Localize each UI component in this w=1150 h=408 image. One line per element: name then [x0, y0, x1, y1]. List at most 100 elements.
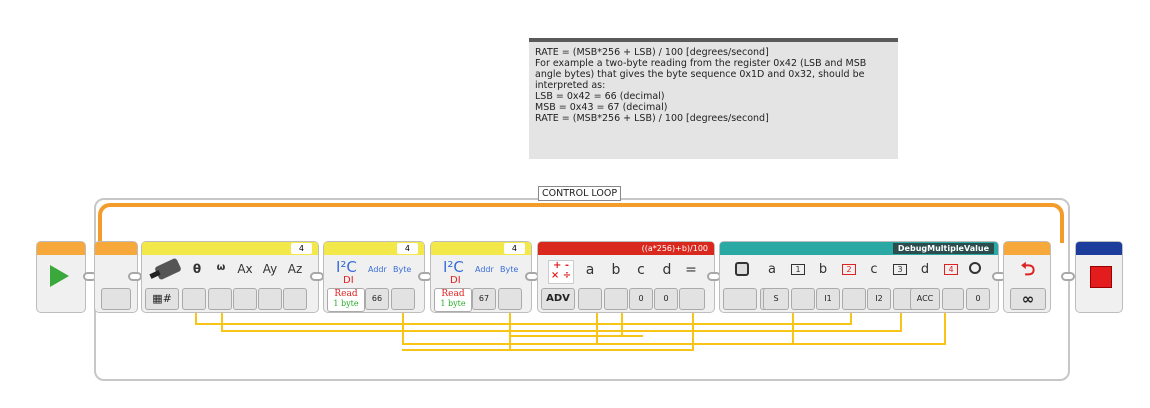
debug-header: DebugMultipleValue [720, 242, 998, 255]
i2c-addr-input[interactable]: 67 [472, 288, 496, 310]
i2c-header: 4 [431, 242, 531, 255]
stop-program-block[interactable] [1075, 241, 1123, 313]
math-input-a[interactable] [578, 288, 602, 310]
data-wire [509, 313, 511, 351]
sensor-output-label: Ax [237, 262, 253, 276]
byte-label: Byte [393, 265, 412, 274]
data-wire [596, 313, 598, 343]
debug-value-2[interactable]: I1 [816, 288, 840, 310]
loop-end-block[interactable]: ⮌ ∞ [1003, 241, 1051, 313]
loop-return-line [98, 203, 1064, 243]
debug-param-label: a [768, 262, 776, 277]
math-input-b[interactable] [604, 288, 628, 310]
sensor-output-label: θ [192, 262, 202, 276]
loop-start-port[interactable] [101, 288, 131, 310]
timer-icon [969, 262, 981, 274]
stop-header [1076, 242, 1122, 255]
start-play-icon[interactable] [50, 265, 69, 287]
sensor-output-ax[interactable] [233, 288, 257, 310]
debug-value-1[interactable]: S [763, 288, 789, 310]
debug-input-e[interactable] [942, 288, 964, 310]
i2c-read-block-1[interactable]: 4 I²C DI Addr Byte Read 1 byte 66 [323, 241, 425, 313]
debug-param-icon: 3 [893, 264, 907, 275]
i2c-mode-line1: Read [441, 289, 465, 299]
debug-value-3[interactable]: I2 [867, 288, 891, 310]
math-result-output[interactable] [679, 288, 705, 310]
sensor-output-theta[interactable] [182, 288, 206, 310]
i2c-port-badge[interactable]: 4 [396, 243, 418, 254]
sensor-output-ay[interactable] [258, 288, 282, 310]
debug-input-b[interactable] [791, 288, 815, 310]
math-input-c[interactable]: 0 [629, 288, 653, 310]
math-mode-selector[interactable]: ADV [541, 288, 575, 310]
comment-line: For example a two-byte reading from the … [535, 58, 867, 69]
loop-return-icon: ⮌ [1020, 259, 1036, 280]
sequence-connector [1061, 272, 1075, 281]
debug-param-label: b [818, 262, 828, 277]
data-wire [944, 313, 946, 345]
i2c-subtitle: DI [343, 275, 354, 286]
debug-value-4[interactable]: ACC [910, 288, 940, 310]
debug-param-icon: 4 [944, 264, 958, 275]
sensor-output-label: ω [216, 262, 226, 273]
i2c-addr-input[interactable]: 66 [365, 288, 389, 310]
i2c-mode-line2: 1 byte [440, 299, 466, 308]
comment-line: MSB = 0x43 = 67 (decimal) [535, 102, 668, 113]
comment-line: RATE = (MSB*256 + LSB) / 100 [degrees/se… [535, 113, 769, 124]
math-input-label: d [662, 262, 672, 278]
comment-line: RATE = (MSB*256 + LSB) / 100 [degrees/se… [535, 47, 769, 58]
stop-icon[interactable] [1090, 266, 1112, 288]
debug-input-c[interactable] [842, 288, 866, 310]
math-equals-label: = [685, 262, 697, 278]
comment-line: LSB = 0x42 = 66 (decimal) [535, 91, 665, 102]
math-input-label: b [611, 262, 621, 278]
loop-name-label[interactable]: CONTROL LOOP [538, 186, 622, 201]
i2c-port-badge[interactable]: 4 [503, 243, 525, 254]
debug-value-5[interactable]: 0 [966, 288, 990, 310]
loop-end-header [1004, 242, 1050, 255]
debug-param-icon: 1 [791, 264, 805, 275]
data-wire [221, 313, 223, 332]
debug-mode-selector[interactable] [723, 288, 757, 310]
loop-start-header [95, 242, 137, 255]
comment-box[interactable]: RATE = (MSB*256 + LSB) / 100 [degrees/se… [529, 38, 898, 159]
data-wire [402, 349, 694, 351]
i2c-mode-selector[interactable]: Read 1 byte [327, 288, 365, 312]
i2c-header: 4 [324, 242, 424, 255]
data-wire [792, 313, 794, 345]
math-header: ((a*256)+b)/100 [538, 242, 714, 255]
sequence-connector [310, 272, 324, 281]
data-wire [850, 313, 852, 325]
byte-label: Byte [500, 265, 519, 274]
data-wire [402, 313, 404, 345]
i2c-byte-output[interactable] [391, 288, 415, 310]
math-advanced-block[interactable]: ((a*256)+b)/100 + -× ÷ a b c d = ADV 0 0 [537, 241, 715, 313]
i2c-read-block-2[interactable]: 4 I²C DI Addr Byte Read 1 byte 67 [430, 241, 532, 313]
comment-line: interpreted as: [535, 80, 606, 91]
my-block-icon [735, 262, 749, 276]
debug-param-label: c [870, 262, 878, 277]
sensor-block-header: 4 [142, 242, 318, 255]
data-wire [900, 313, 902, 332]
data-wire [621, 313, 623, 337]
i2c-mode-line1: Read [334, 289, 358, 299]
gyro-sensor-block[interactable]: 4 θ ω Ax Ay Az ▦# [141, 241, 319, 313]
sensor-output-az[interactable] [283, 288, 307, 310]
addr-label: Addr [475, 265, 494, 274]
keyboard-hash-icon[interactable]: ▦# [145, 288, 179, 310]
sensor-output-label: Az [287, 262, 303, 276]
math-operators-icon: + -× ÷ [548, 260, 574, 284]
data-wire [509, 335, 643, 337]
debug-multiple-value-block[interactable]: DebugMultipleValue a 1 b 2 c 3 d 4 S I1 … [719, 241, 999, 313]
i2c-mode-selector[interactable]: Read 1 byte [434, 288, 472, 312]
i2c-byte-output[interactable] [498, 288, 522, 310]
infinity-icon[interactable]: ∞ [1010, 288, 1046, 310]
sensor-port-badge[interactable]: 4 [290, 243, 312, 254]
math-formula[interactable]: ((a*256)+b)/100 [641, 244, 708, 253]
data-wire [195, 323, 851, 325]
debug-block-title[interactable]: DebugMultipleValue [892, 243, 994, 254]
data-wire [792, 343, 946, 345]
math-input-d[interactable]: 0 [654, 288, 678, 310]
sensor-output-omega[interactable] [208, 288, 232, 310]
start-block[interactable] [36, 241, 86, 313]
